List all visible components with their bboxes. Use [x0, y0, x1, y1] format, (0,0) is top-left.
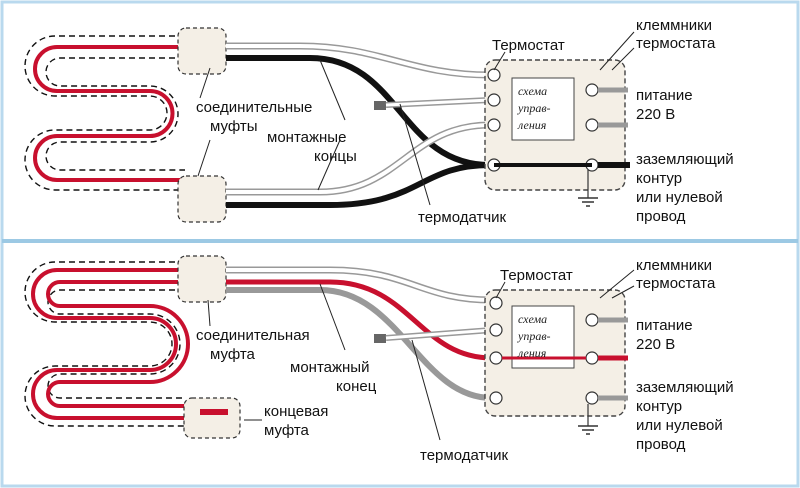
- bottom-label-ground-4: провод: [636, 436, 686, 453]
- top-coupling-upper: [177, 27, 227, 75]
- top-label-power-1: питание: [636, 87, 693, 104]
- top-sensor-wire: [385, 98, 491, 107]
- top-panel: Термостат клеммники термостата соедините…: [24, 17, 734, 226]
- top-label-ground-4: провод: [636, 208, 686, 225]
- top-terminal-l1: [487, 68, 501, 82]
- bottom-terminal-r2: [585, 351, 599, 365]
- top-mat-outline-inner: [45, 57, 185, 171]
- bottom-label-thermostat: Термостат: [500, 267, 573, 284]
- bottom-mat-outline-inner: [47, 289, 185, 399]
- top-mat-outline-outer: [24, 35, 185, 191]
- top-label-terminals-1: клеммники: [636, 17, 712, 34]
- top-terminal-r2: [585, 118, 599, 132]
- top-label-ground-2: контур: [636, 170, 682, 187]
- bottom-sensor-tip: [374, 334, 386, 343]
- bottom-terminal-l4: [489, 391, 503, 405]
- top-label-scheme-3: ления: [517, 118, 547, 132]
- bottom-sensor-wire: [385, 328, 493, 340]
- top-label-sensor: термодатчик: [418, 209, 507, 226]
- bottom-label-power-1: питание: [636, 317, 693, 334]
- bottom-label-terminals-1: клеммники: [636, 257, 712, 274]
- top-label-terminals-2: термостата: [636, 35, 716, 52]
- top-label-ground-1: заземляющий: [636, 151, 734, 168]
- bottom-terminal-l1: [489, 296, 503, 310]
- top-label-leads-1: монтажные: [267, 129, 346, 146]
- top-sensor-tip: [374, 101, 386, 110]
- top-label-scheme-1: схема: [518, 84, 547, 98]
- bottom-label-scheme-1: схема: [518, 312, 547, 326]
- bottom-mat-outline-outer: [24, 261, 195, 427]
- top-label-leads-2: концы: [314, 148, 357, 165]
- top-label-scheme-2: управ-: [517, 101, 551, 115]
- top-coupling-lower: [177, 175, 227, 223]
- top-terminal-l2: [487, 93, 501, 107]
- top-label-ground-3: или нулевой: [636, 189, 723, 206]
- bottom-label-coupling-1: соединительная: [196, 327, 310, 344]
- bottom-label-sensor: термодатчик: [420, 447, 509, 464]
- top-label-power-2: 220 В: [636, 106, 675, 123]
- bottom-label-lead-2: конец: [336, 378, 377, 395]
- bottom-label-end-coupling-1: концевая: [264, 403, 328, 420]
- bottom-terminal-l2: [489, 323, 503, 337]
- bottom-heating-cable-a: [31, 268, 205, 420]
- top-label-thermostat: Термостат: [492, 37, 565, 54]
- bottom-label-coupling-2: муфта: [210, 346, 256, 363]
- bottom-terminal-l3: [489, 351, 503, 365]
- bottom-label-ground-1: заземляющий: [636, 379, 734, 396]
- top-terminal-l3: [487, 118, 501, 132]
- bottom-label-terminals-2: термостата: [636, 275, 716, 292]
- bottom-coupling-end: [183, 397, 241, 439]
- bottom-label-scheme-3: ления: [517, 346, 547, 360]
- bottom-label-ground-3: или нулевой: [636, 417, 723, 434]
- top-terminal-r1: [585, 83, 599, 97]
- bottom-terminal-r1: [585, 313, 599, 327]
- bottom-lead-red: [226, 279, 493, 361]
- top-heating-cable: [33, 45, 190, 182]
- top-lead-lower-black: [226, 162, 491, 208]
- top-label-couplings-1: соединительные: [196, 99, 312, 116]
- bottom-heating-cable-b: [46, 280, 205, 408]
- bottom-label-power-2: 220 В: [636, 336, 675, 353]
- bottom-label-lead-1: монтажный: [290, 359, 369, 376]
- bottom-panel: Термостат клеммники термостата соедините…: [24, 255, 734, 464]
- top-control-circuit: [511, 77, 575, 141]
- bottom-label-ground-2: контур: [636, 398, 682, 415]
- bottom-terminal-r3: [585, 391, 599, 405]
- bottom-label-end-coupling-2: муфта: [264, 422, 310, 439]
- bottom-coupling-joint: [177, 255, 227, 303]
- top-label-couplings-2: муфты: [210, 118, 257, 135]
- bottom-label-scheme-2: управ-: [517, 329, 551, 343]
